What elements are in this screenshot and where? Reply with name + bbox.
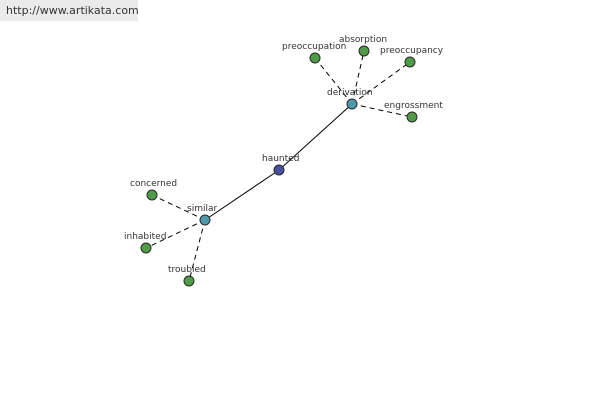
edge-derivation-engrossment — [351, 103, 413, 118]
node-dot-inhabited[interactable] — [140, 242, 152, 254]
node-dot-engrossment[interactable] — [406, 111, 418, 123]
nodes-layer: haunted derivation similar preoccupationabs… — [124, 35, 444, 287]
edge-derivation-preoccupation — [314, 57, 353, 105]
node-dot-preoccupation[interactable] — [309, 52, 321, 64]
source-url-badge[interactable]: http://www.artikata.com — [0, 0, 139, 21]
node-label-concerned: concerned — [130, 179, 177, 189]
node-troubled[interactable]: troubled — [168, 265, 206, 287]
node-label-engrossment: engrossment — [384, 101, 443, 111]
node-label-preoccupation: preoccupation — [282, 42, 346, 52]
edge-similar-concerned — [151, 194, 206, 221]
edge-derivation-preoccupancy — [351, 61, 411, 105]
node-dot-similar[interactable] — [199, 214, 211, 226]
node-dot-troubled[interactable] — [183, 275, 195, 287]
node-inhabited[interactable]: inhabited — [124, 232, 166, 254]
node-label-inhabited: inhabited — [124, 232, 166, 242]
node-dot-preoccupancy[interactable] — [404, 56, 416, 68]
edges-layer — [145, 50, 413, 282]
edge-haunted-similar — [204, 169, 280, 221]
node-preoccupancy[interactable]: preoccupancy — [380, 46, 444, 68]
node-label-preoccupancy: preoccupancy — [380, 46, 444, 56]
node-dot-haunted[interactable] — [273, 164, 285, 176]
source-url-text: http://www.artikata.com — [6, 4, 139, 17]
edge-similar-inhabited — [145, 219, 206, 249]
node-dot-concerned[interactable] — [146, 189, 158, 201]
node-label-absorption: absorption — [339, 35, 387, 45]
node-concerned[interactable]: concerned — [130, 179, 177, 201]
node-similar[interactable]: similar — [187, 204, 217, 226]
node-label-troubled: troubled — [168, 265, 206, 275]
edge-haunted-derivation — [278, 103, 353, 171]
node-engrossment[interactable]: engrossment — [384, 101, 443, 123]
node-label-haunted: haunted — [262, 154, 299, 164]
edge-derivation-absorption — [351, 50, 365, 105]
edge-similar-troubled — [188, 219, 206, 282]
node-preoccupation[interactable]: preoccupation — [282, 42, 346, 64]
node-label-derivation: derivation — [327, 88, 373, 98]
node-label-similar: similar — [187, 204, 217, 214]
node-dot-derivation[interactable] — [346, 98, 358, 110]
node-dot-absorption[interactable] — [358, 45, 370, 57]
node-haunted[interactable]: haunted — [262, 154, 299, 176]
node-derivation[interactable]: derivation — [327, 88, 373, 110]
node-absorption[interactable]: absorption — [339, 35, 387, 57]
